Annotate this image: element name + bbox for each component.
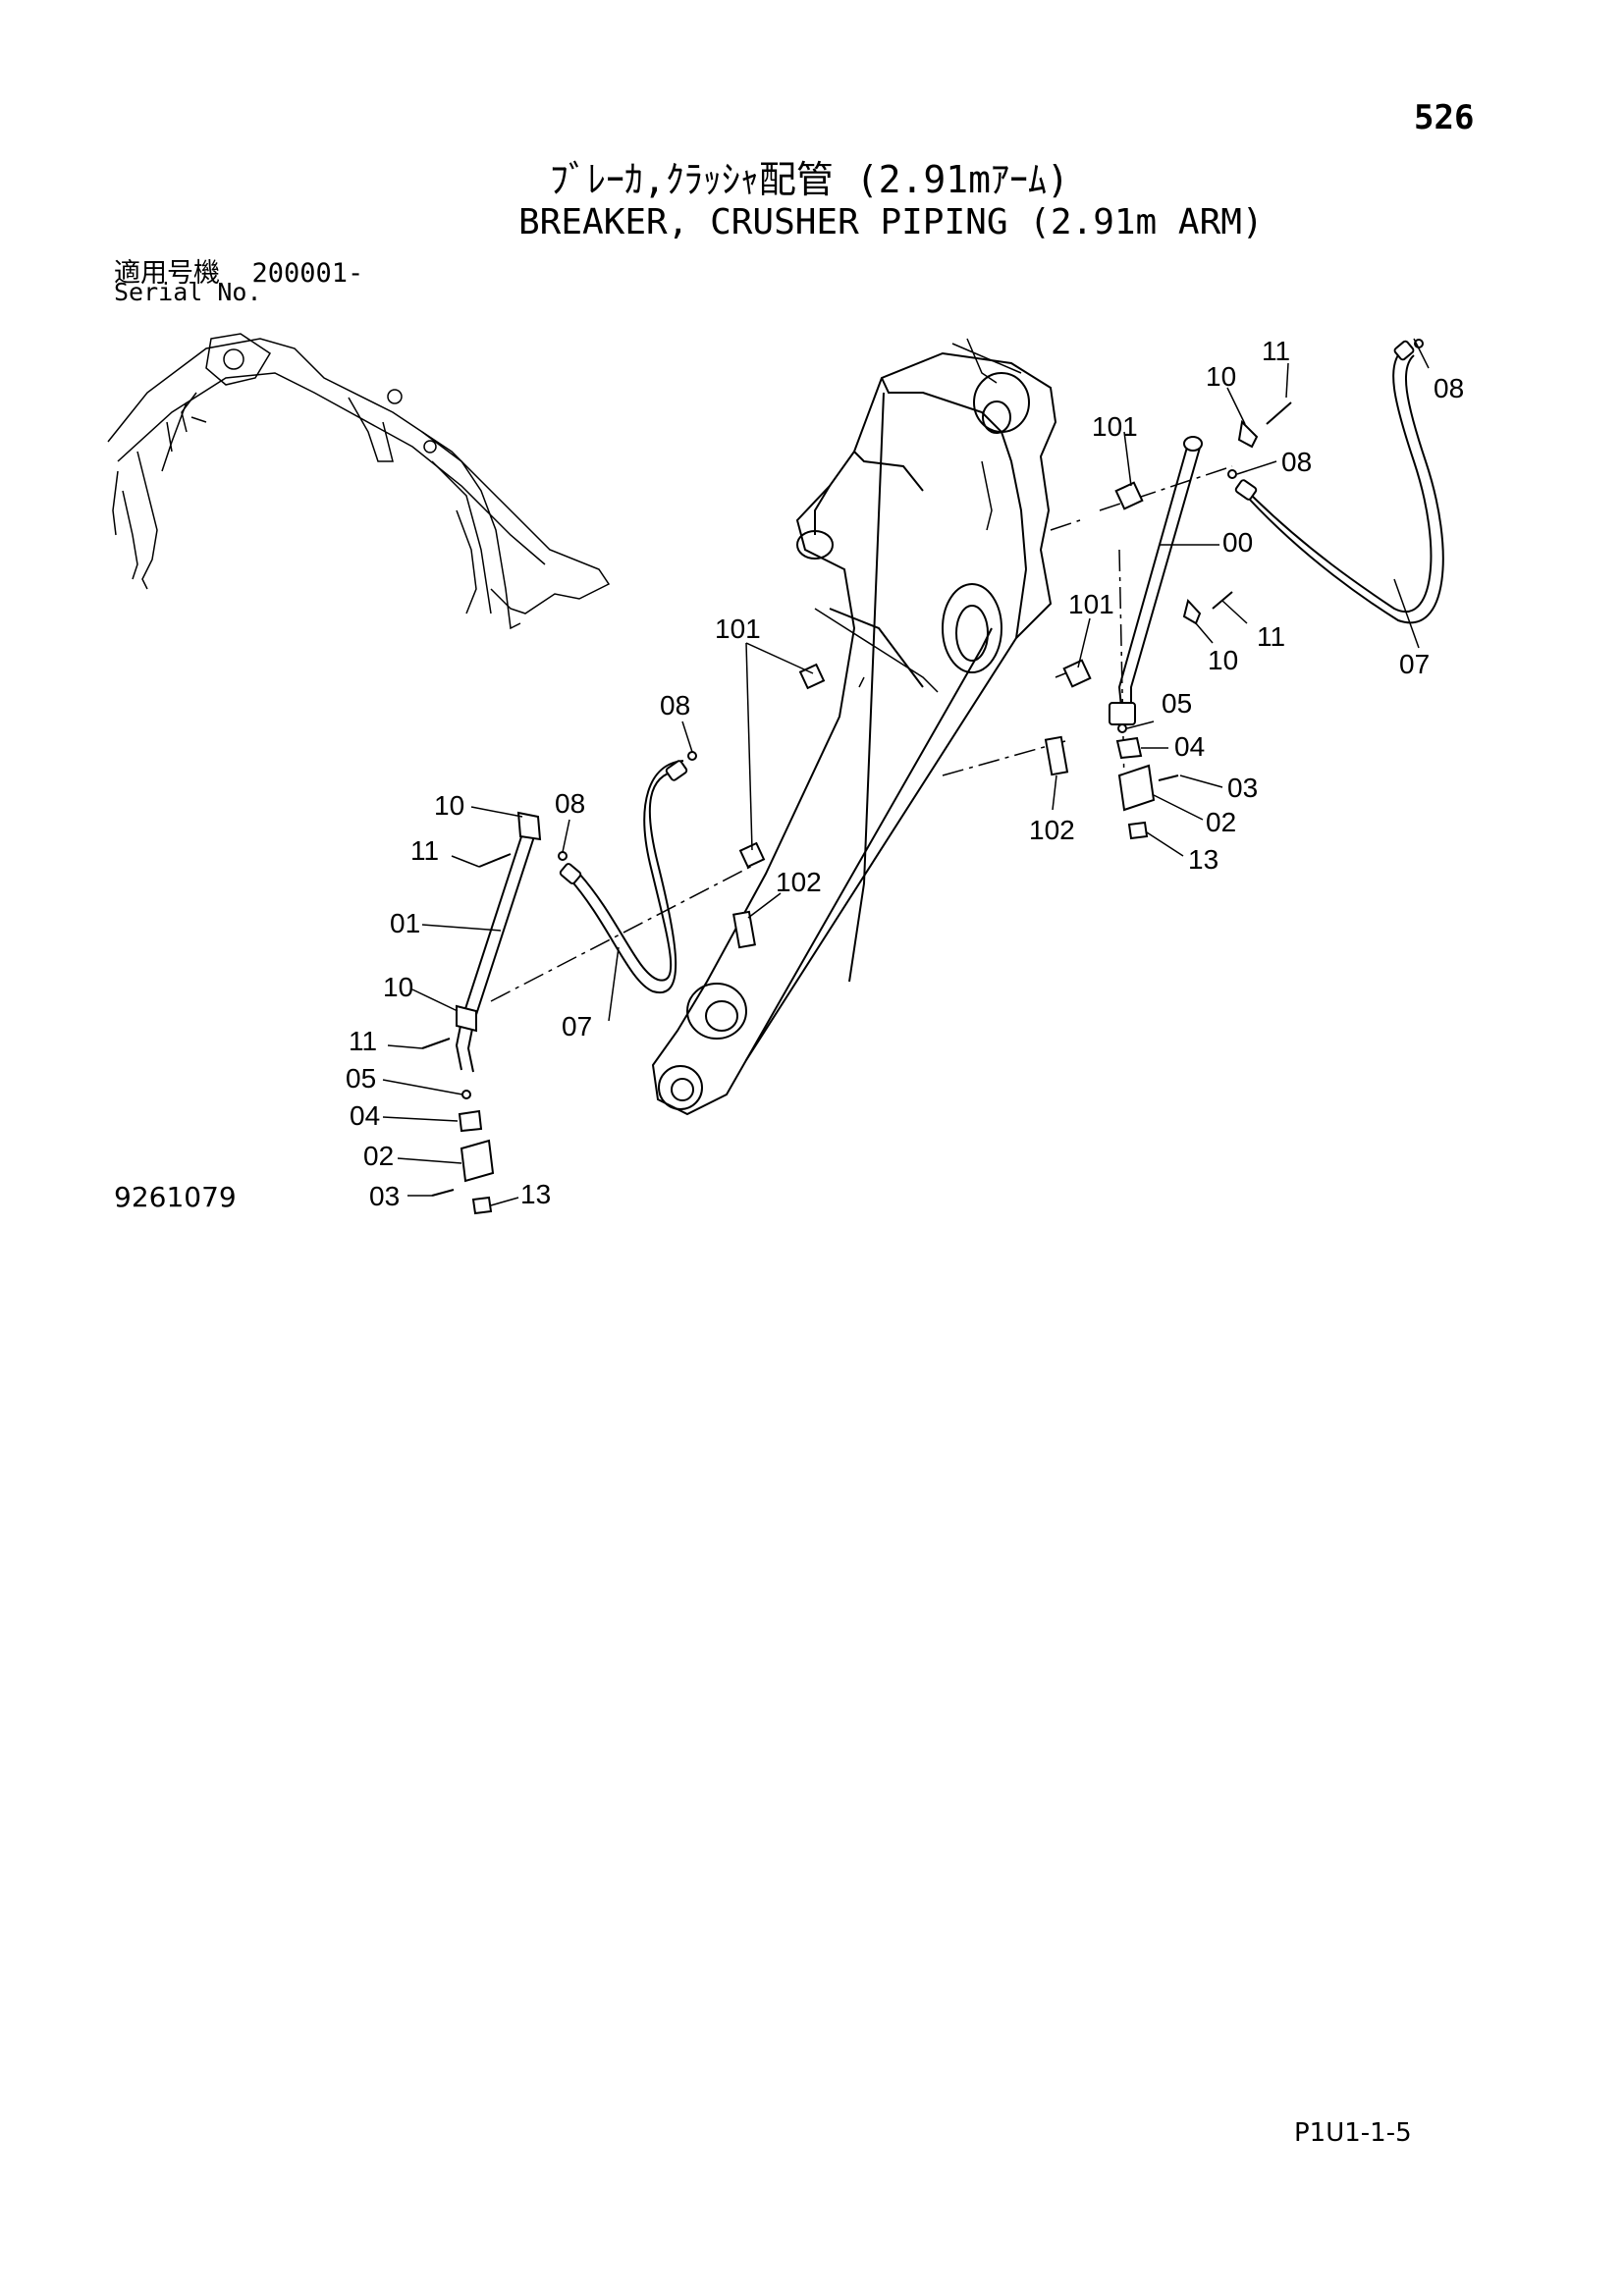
callout-10: 10 bbox=[1208, 645, 1238, 675]
callout-102: 102 bbox=[776, 867, 822, 897]
serial-label-english: Serial No. bbox=[114, 278, 262, 306]
title-japanese: ﾌﾞﾚｰｶ,ｸﾗｯｼｬ配管 (2.91mｱｰﾑ) bbox=[550, 158, 1069, 201]
callout-03: 03 bbox=[1227, 773, 1258, 803]
serial-label-jp: 適用号機 bbox=[114, 258, 220, 289]
callout-101: 101 bbox=[715, 614, 761, 644]
serial-value: 200001- bbox=[251, 258, 364, 289]
callout-08: 08 bbox=[555, 788, 585, 819]
callout-08: 08 bbox=[1281, 447, 1312, 477]
callout-101: 101 bbox=[1068, 589, 1114, 619]
callout-10: 10 bbox=[1206, 361, 1236, 392]
callout-03: 03 bbox=[369, 1181, 400, 1211]
machine-overview-thumbnail bbox=[107, 333, 611, 630]
callout-101: 101 bbox=[1092, 411, 1138, 442]
callout-01: 01 bbox=[390, 908, 420, 938]
callout-08: 08 bbox=[1434, 373, 1464, 403]
callout-04: 04 bbox=[1174, 731, 1205, 762]
callout-07: 07 bbox=[562, 1011, 592, 1041]
page-code: P1U1-1-5 bbox=[1294, 2118, 1412, 2148]
arm-structure bbox=[651, 338, 1057, 1116]
callout-11: 11 bbox=[1262, 336, 1290, 366]
callout-13: 13 bbox=[520, 1179, 551, 1209]
callout-08: 08 bbox=[660, 690, 690, 721]
callout-07: 07 bbox=[1399, 649, 1430, 679]
callout-102: 102 bbox=[1029, 815, 1075, 845]
callout-11: 11 bbox=[410, 835, 439, 866]
callout-04: 04 bbox=[350, 1100, 380, 1131]
callout-10: 10 bbox=[434, 790, 464, 821]
callout-02: 02 bbox=[1206, 807, 1236, 837]
callout-11: 11 bbox=[1257, 621, 1285, 652]
callout-02: 02 bbox=[363, 1141, 394, 1171]
left-piping-assembly bbox=[421, 663, 826, 1215]
leader-lines bbox=[382, 338, 1430, 1206]
serial-label-japanese: 適用号機 200001- bbox=[114, 251, 363, 290]
title-english: BREAKER, CRUSHER PIPING (2.91m ARM) bbox=[518, 202, 1264, 242]
callout-00: 00 bbox=[1222, 527, 1253, 558]
drawing-number: 9261079 bbox=[114, 1181, 237, 1213]
callout-labels: 11 10 08 101 08 00 101 11 10 07 05 04 03… bbox=[346, 336, 1464, 1211]
callout-05: 05 bbox=[346, 1063, 376, 1094]
assembly-lines bbox=[490, 465, 1233, 1002]
callout-05: 05 bbox=[1162, 688, 1192, 719]
callout-13: 13 bbox=[1188, 844, 1218, 875]
page-number: 526 bbox=[1414, 98, 1475, 137]
callout-10: 10 bbox=[383, 972, 413, 1002]
callout-11: 11 bbox=[349, 1026, 377, 1056]
